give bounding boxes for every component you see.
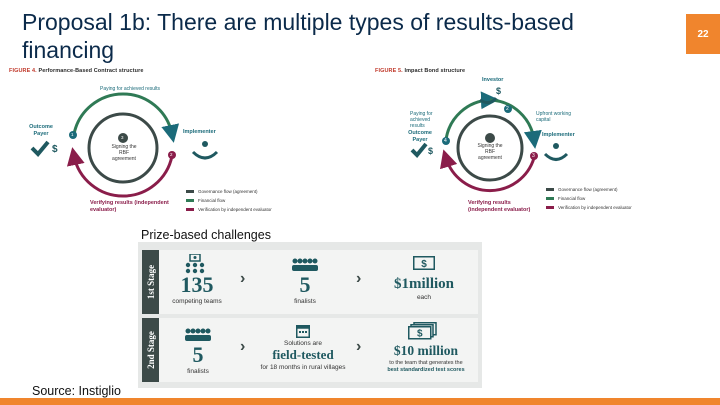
stage2-prize-sub1: to the team that generates the <box>389 360 463 366</box>
chevron-right-icon: › <box>356 338 362 355</box>
fig5-step1-text: 1 <box>487 128 490 134</box>
fig5-step4-text: 4 <box>444 138 447 144</box>
figure5-diagram: $ $ <box>410 86 569 192</box>
stage1-tab: 1st Stage <box>142 250 159 314</box>
fig4-right-node: Implementer <box>183 129 216 135</box>
figure5-caption-text: Impact Bond structure <box>404 68 466 74</box>
prize-section-label: Prize-based challenges <box>141 228 271 242</box>
stage2-solutions-main: field-tested <box>272 347 334 362</box>
stage2-solutions-sub: for 18 months in rural villages <box>260 364 346 371</box>
fig5-legend-verification: Verification by independent evaluator <box>558 205 632 210</box>
fig5-right-label: Upfront working capital <box>536 111 572 123</box>
stage1-finalists-label: finalists <box>294 298 316 305</box>
fig4-governance-ring <box>87 112 159 184</box>
stage2-finalists-label: finalists <box>187 368 209 375</box>
fig4-verification-arc <box>66 147 174 198</box>
fig4-left-node: Outcome Payer <box>29 124 53 137</box>
finalists-icon <box>292 258 318 271</box>
fig5-legend-governance: Governance flow (agreement) <box>558 187 618 192</box>
stage2-row: 2nd Stage 5 finalists › Solutions are fi… <box>142 318 478 382</box>
fig5-left-label: Paying for achieved results <box>410 111 433 129</box>
stage1-row: 1st Stage 135 competing teams › 5 finali… <box>142 250 478 314</box>
prize-infographic: 1st Stage 135 competing teams › 5 finali… <box>138 242 482 388</box>
fig5-investor-icon: $ <box>479 86 501 105</box>
fig4-center-label: Signing the RBF agreement <box>111 144 137 162</box>
svg-text:$: $ <box>428 146 433 156</box>
money-bill-icon: $ <box>413 256 435 270</box>
page-number: 22 <box>686 14 720 54</box>
chevron-right-icon: › <box>356 270 362 287</box>
svg-text:$: $ <box>421 259 427 270</box>
fig5-outcome-payer-icon: $ <box>410 142 433 158</box>
figure4-caption-text: Performance-Based Contract structure <box>38 68 144 74</box>
calendar-icon <box>296 325 310 338</box>
figure4-caption: FIGURE 4. Performance-Based Contract str… <box>9 68 144 74</box>
fig5-legend-financial: Financial flow <box>558 196 586 201</box>
fig4-outcome-payer-icon: $ <box>30 140 58 157</box>
figure4-caption-prefix: FIGURE 4. <box>9 68 37 74</box>
stage2-prize-amount: $10 million <box>393 343 459 358</box>
fig4-step1-badge <box>69 131 77 139</box>
fig4-legend: Governance flow (agreement) Financial fl… <box>186 187 272 214</box>
source-note: Source: Instiglio <box>32 384 121 398</box>
finalists-icon <box>185 328 211 341</box>
stage2-solutions-pre: Solutions are <box>284 340 322 347</box>
fig4-legend-governance: Governance flow (agreement) <box>198 189 258 194</box>
fig5-center-label: Signing the RBF agreement <box>477 143 503 161</box>
fig4-step2-badge <box>168 151 176 159</box>
figure4-diagram: $ <box>30 92 219 198</box>
fig5-verification-arc <box>440 149 536 192</box>
fig5-financial-arc-right <box>489 98 542 149</box>
figure5-caption: FIGURE 5. Impact Bond structure <box>375 68 465 74</box>
fig4-financial-arc <box>72 92 180 143</box>
fig4-implementer-icon <box>191 141 219 160</box>
stage1-finalists-number: 5 <box>299 272 311 297</box>
stage2-prize-sub2: best standardized test scores <box>387 367 465 373</box>
fig5-step3-text: 3 <box>532 153 535 159</box>
stage2-tab: 2nd Stage <box>142 318 159 382</box>
fig5-legend: Governance flow (agreement) Financial fl… <box>546 185 632 212</box>
teams-icon <box>185 254 205 274</box>
fig4-top-label: Paying for achieved results <box>100 86 161 92</box>
fig4-center-disc <box>93 118 153 178</box>
slide-title: Proposal 1b: There are multiple types of… <box>22 9 574 63</box>
stage2-finalists-number: 5 <box>192 342 204 367</box>
fig4-step1-text: 1 <box>71 132 74 137</box>
fig5-governance-ring <box>456 114 524 182</box>
figure5-caption-prefix: FIGURE 5. <box>375 68 403 74</box>
fig5-step2-badge <box>504 105 512 113</box>
fig4-step3-badge <box>119 134 127 142</box>
chevron-right-icon: › <box>240 270 246 287</box>
fig5-bottom-label: Verifying results (independent evaluator… <box>468 200 531 213</box>
fig4-step3-text: 3 <box>121 135 124 140</box>
bottom-accent-bar <box>0 398 720 405</box>
money-stack-icon: $ <box>408 322 437 340</box>
fig5-step2-text: 2 <box>506 106 509 112</box>
chevron-right-icon: › <box>240 338 246 355</box>
fig4-bottom-label: Verifying results (independent evaluator… <box>90 200 169 213</box>
fig5-implementer-icon <box>543 143 569 161</box>
fig4-step2-text: 2 <box>170 152 173 157</box>
fig5-right-node: Implementer <box>542 132 575 138</box>
fig5-left-node: Outcome Payer <box>408 130 432 143</box>
stage1-prize-sub: each <box>416 294 432 301</box>
svg-text:$: $ <box>52 144 58 155</box>
stage1-teams-number: 135 <box>180 272 214 297</box>
fig5-top-node: Investor <box>482 77 504 83</box>
fig4-legend-verification: Verification by independent evaluator <box>198 207 272 212</box>
stage1-prize-amount: $1million <box>393 276 454 292</box>
stage1-teams-label: competing teams <box>172 298 222 305</box>
fig4-legend-financial: Financial flow <box>198 198 226 203</box>
svg-text:$: $ <box>417 329 423 340</box>
fig5-step4-badge <box>442 137 450 145</box>
svg-text:$: $ <box>496 86 501 96</box>
fig5-step3-badge <box>530 152 538 160</box>
